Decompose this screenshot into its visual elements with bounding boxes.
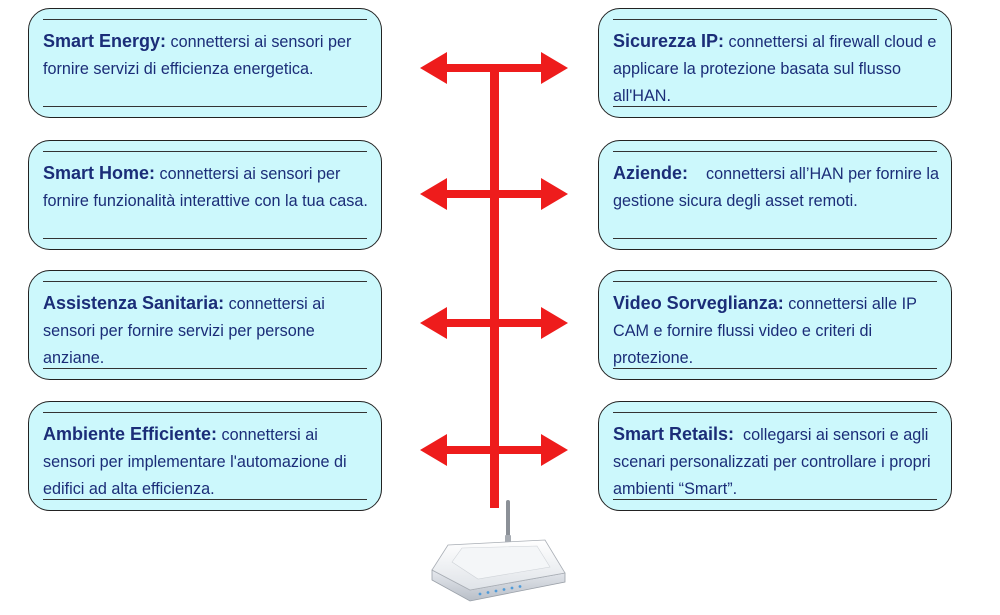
card-text: connettersi al firewall cloud e applicar… [613,33,937,105]
card-text: connettersi ai sensori per fornire funzi… [43,165,368,210]
card-text: connettersi ai sensori per fornire servi… [43,33,352,78]
card-text: connettersi ai sensori per fornire servi… [43,295,325,367]
card-title: Aziende: [613,163,689,183]
card-title: Sicurezza IP: [613,31,725,51]
card-title: Smart Retails: [613,424,735,444]
card-sicurezza-ip: Sicurezza IP: connettersi al firewall cl… [598,8,952,118]
card-ambiente-efficiente: Ambiente Efficiente: connettersi ai sens… [28,401,382,511]
card-aziende: Aziende: connettersi all’HAN per fornire… [598,140,952,250]
card-text: connettersi ai sensori per implementare … [43,426,347,498]
card-text: connettersi alle IP CAM e fornire flussi… [613,295,917,367]
card-video-sorveglianza: Video Sorveglianza: connettersi alle IP … [598,270,952,380]
card-title: Smart Home: [43,163,156,183]
trunk-line [490,68,499,508]
card-title: Assistenza Sanitaria: [43,293,225,313]
card-title: Ambiente Efficiente: [43,424,218,444]
card-text: collegarsi ai sensori e agli scenari per… [613,426,936,498]
card-title: Smart Energy: [43,31,167,51]
card-smart-home: Smart Home: connettersi ai sensori per f… [28,140,382,250]
arrow-smart-home [420,178,568,210]
router-icon [431,500,566,602]
card-smart-energy: Smart Energy: connettersi ai sensori per… [28,8,382,118]
card-title: Video Sorveglianza: [613,293,784,313]
arrow-smart-energy [420,52,568,84]
card-smart-retails: Smart Retails: collegarsi ai sensori e a… [598,401,952,511]
arrow-ambiente [420,434,568,466]
arrow-assistenza [420,307,568,339]
card-text: connettersi all’HAN per fornire la gesti… [613,165,944,210]
card-assistenza-sanitaria: Assistenza Sanitaria: connettersi ai sen… [28,270,382,380]
